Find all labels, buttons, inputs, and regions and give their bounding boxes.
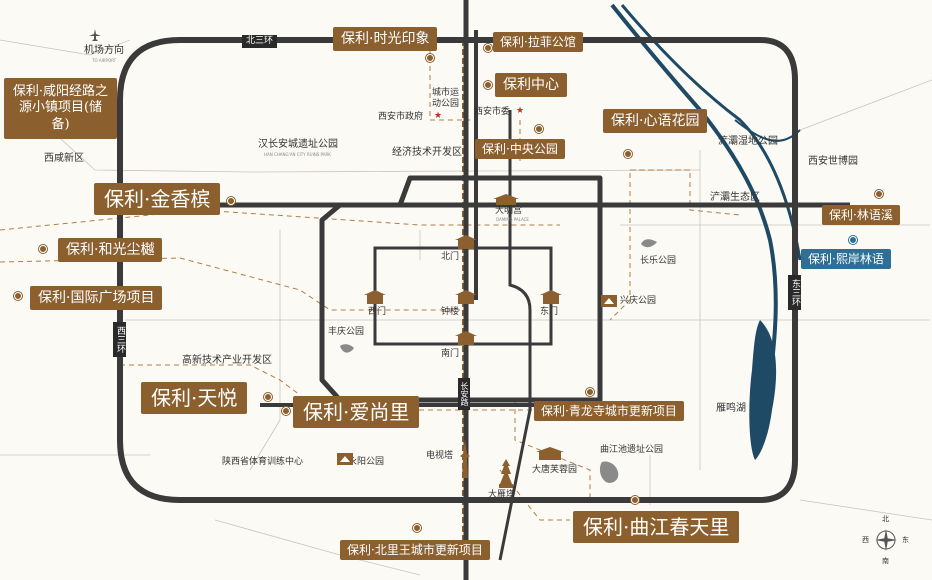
project-xian-lin[interactable]: 保利·熙岸林语	[801, 249, 891, 269]
project-shiguang[interactable]: 保利·时光印象	[333, 27, 438, 51]
project-beiliwang[interactable]: 保利·北里王城市更新项目	[340, 540, 490, 560]
compass-rose-icon	[875, 529, 897, 551]
zhonglou-label: 钟楼	[441, 307, 460, 317]
pin-aishang	[282, 407, 290, 415]
project-zhongyang[interactable]: 保利·中央公园	[475, 139, 565, 159]
compass: 北 南 西 东	[862, 516, 909, 565]
west-third-ring-label: 西三环	[113, 322, 126, 357]
project-xianyang[interactable]: 保利·咸阳经路之源小镇项目(储备)	[4, 78, 117, 139]
tv-tower-label: 电视塔	[426, 451, 454, 461]
pin-lafei	[484, 44, 492, 52]
changle-park-label: 长乐公园	[640, 256, 677, 266]
nanmen-gate-icon	[455, 331, 477, 345]
pin-beiliwang	[413, 524, 421, 532]
han-changan-label: 汉长安城遗址公园	[258, 139, 338, 150]
sports-park-label: 城市运动公园	[432, 88, 460, 109]
project-qinglong[interactable]: 保利·青龙寺城市更新项目	[534, 401, 684, 421]
project-jinxiang[interactable]: 保利·金香槟	[94, 183, 221, 215]
yanming-lake-label: 雁鸣湖	[716, 403, 746, 414]
project-xinyu[interactable]: 保利·心语花园	[603, 109, 708, 133]
expo-park-label: 西安世博园	[808, 156, 858, 167]
airport-label: 机场方向	[84, 45, 124, 56]
changan-road-label: 长安路	[458, 378, 470, 410]
xixian-label: 西咸新区	[44, 153, 84, 164]
daming-palace-icon	[493, 194, 519, 205]
tang-paradise-label: 大唐芙蓉园	[532, 465, 578, 475]
qujiang-park-label: 曲江池遗址公园	[600, 445, 664, 455]
pin-jinxiang	[227, 197, 235, 205]
qujiang-pool-icon	[599, 461, 619, 483]
fengqing-park-icon	[340, 344, 354, 353]
daming-palace-en: DAMING PALACE	[496, 217, 529, 222]
chanba-eco-label: 浐灞生态区	[710, 192, 760, 203]
compass-w: 西	[862, 536, 869, 544]
airplane-icon	[89, 29, 101, 41]
pin-guoji	[14, 292, 22, 300]
nanmen-label: 南门	[441, 349, 460, 359]
airport-en: TO AIRPORT	[92, 58, 117, 63]
chanba-park-label: 浐灞湿地公园	[718, 136, 778, 147]
pin-zhongyang	[535, 125, 543, 133]
project-guoji[interactable]: 保利·国际广场项目	[30, 286, 163, 310]
compass-e: 东	[902, 536, 909, 544]
xian-gov-label: 西安市政府	[378, 112, 424, 122]
pin-qujiang-spring	[631, 496, 639, 504]
pin-qinglong	[586, 388, 594, 396]
compass-s: 南	[882, 557, 889, 565]
pin-shiguang	[426, 54, 434, 62]
project-lafei[interactable]: 保利·拉菲公馆	[493, 32, 583, 52]
han-changan-en: HAN CHANG'AN CITY RUINS PARK	[264, 152, 331, 157]
sports-center-label: 陕西省体育训练中心	[222, 457, 304, 467]
project-center[interactable]: 保利中心	[495, 73, 567, 97]
yongyang-park-label: 永阳公园	[348, 457, 385, 467]
bell-tower-icon	[455, 290, 477, 304]
pin-heguang	[39, 245, 47, 253]
project-heguang[interactable]: 保利·和光尘樾	[58, 238, 163, 262]
pin-tianyue	[264, 393, 272, 401]
pin-xinyu	[624, 150, 632, 158]
daming-palace-label: 大明宫	[495, 206, 523, 216]
xingqing-park-icon	[601, 295, 617, 307]
pin-xian-lin	[849, 236, 857, 244]
project-tianyue[interactable]: 保利·天悦	[141, 382, 248, 414]
ximen-gate-icon	[364, 290, 386, 304]
east-third-ring-label: 东三环	[788, 275, 801, 310]
pagoda-label: 大雁塔	[488, 490, 516, 500]
project-qujiang-spring[interactable]: 保利·曲江春天里	[573, 511, 740, 543]
beimen-label: 北门	[441, 252, 460, 262]
xingqing-park-label: 兴庆公园	[620, 296, 657, 306]
ximen-label: 西门	[368, 307, 387, 317]
north-third-ring-label: 北三环	[242, 35, 278, 48]
economic-zone-label: 经济技术开发区	[392, 147, 462, 158]
pin-linyu	[875, 190, 883, 198]
party-star-icon: ★	[516, 106, 525, 116]
dongmen-label: 东门	[540, 307, 559, 317]
xian-party-label: 西安市委	[474, 107, 511, 117]
pagoda-icon	[499, 459, 513, 488]
dongmen-gate-icon	[540, 290, 562, 304]
changle-park-icon	[641, 239, 657, 248]
project-linyu[interactable]: 保利·林语溪	[822, 205, 900, 225]
fengqing-park-label: 丰庆公园	[328, 327, 365, 337]
hightech-zone-label: 高新技术产业开发区	[182, 355, 272, 366]
pin-center	[484, 81, 492, 89]
yongyang-park-icon	[337, 453, 353, 465]
beimen-gate-icon	[455, 235, 477, 249]
tv-tower-icon	[460, 439, 470, 478]
compass-n: 北	[882, 515, 889, 523]
tang-paradise-icon	[536, 447, 564, 460]
project-aishang[interactable]: 保利·爱尚里	[293, 396, 420, 428]
gov-star-icon: ★	[434, 111, 443, 121]
